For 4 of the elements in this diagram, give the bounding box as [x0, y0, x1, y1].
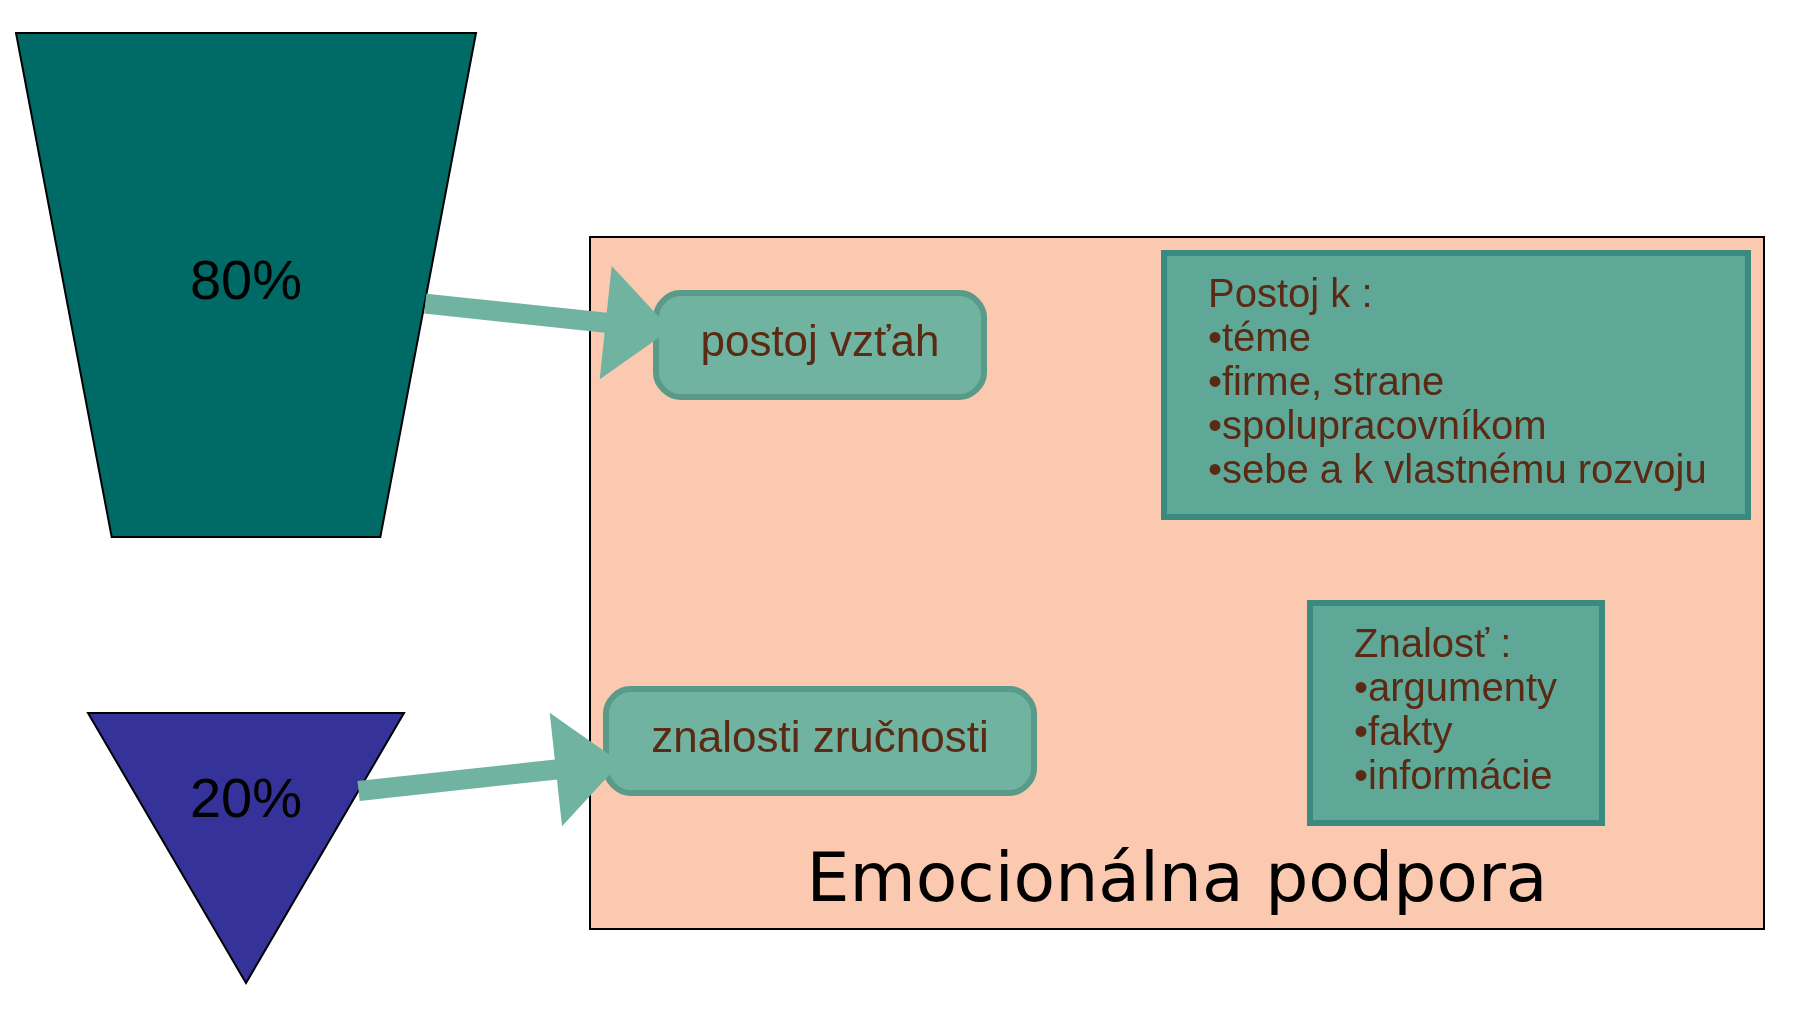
node-box: postoj vzťah: [653, 290, 987, 400]
node-box: znalosti zručnosti: [603, 686, 1037, 796]
node-box: Znalosť : •argumenty •fakty •informácie: [1307, 600, 1605, 826]
node-box: Postoj k : •téme •firme, strane •spolupracovníkom •sebe a k vlastnému rozvoju: [1161, 250, 1751, 520]
